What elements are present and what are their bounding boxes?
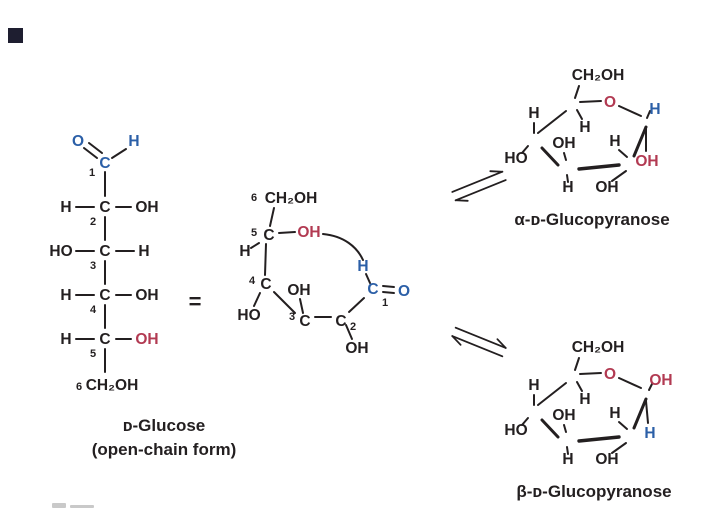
fischer-c5-number: 5 (90, 348, 96, 360)
beta-c4-h: H (528, 377, 539, 394)
equilibrium-arrow-alpha (451, 170, 507, 202)
alpha-ring-oxygen: O (604, 94, 616, 111)
cyclic-c4-number: 4 (249, 275, 256, 287)
fischer-c1-oxygen: O (72, 133, 84, 150)
cyclic-c1-h: H (357, 258, 368, 275)
fischer-c3-h: H (138, 243, 149, 260)
fischer-c1-number: 1 (89, 167, 95, 179)
fischer-c5-oh-red: OH (135, 331, 158, 348)
fischer-bonds (75, 142, 135, 373)
cyclic-c3-number: 3 (289, 311, 295, 323)
beta-c2-oh-down: OH (595, 451, 618, 468)
alpha-glucopyranose: CH₂OH H H O H OH H HO OH H OH α-ᴅ-Glucop… (504, 67, 669, 229)
cyclic-c5-h: H (239, 243, 250, 260)
alpha-c4-h: H (528, 105, 539, 122)
beta-c4-ho: HO (504, 422, 527, 439)
cyclic-c5-oh-red: OH (297, 224, 320, 241)
cropped-text-fragment (70, 505, 94, 508)
cyclic-c2-oh: OH (345, 340, 368, 357)
alpha-ring-bonds (521, 85, 651, 183)
cyclic-c3-carbon: C (299, 313, 310, 330)
cyclic-c3-oh: OH (287, 282, 310, 299)
beta-c3-h-down: H (562, 451, 573, 468)
cyclizing-bonds (250, 207, 395, 340)
fischer-c6-ch2oh: CH₂OH (86, 377, 139, 394)
alpha-c1-h-blue: H (649, 101, 660, 118)
alpha-c6-ch2oh: CH₂OH (572, 67, 625, 84)
beta-name-label: β-ᴅ-Glucopyranose (516, 482, 671, 501)
alpha-name-label: α-ᴅ-Glucopyranose (514, 210, 669, 229)
cyclic-c4-carbon: C (260, 276, 271, 293)
cyclic-c2-number: 2 (350, 321, 356, 333)
fischer-c2-carbon: C (99, 199, 110, 216)
cyclic-c1-number: 1 (382, 297, 388, 309)
fischer-c5-carbon: C (99, 331, 110, 348)
beta-ring-oxygen: O (604, 366, 616, 383)
beta-c1-h-blue: H (644, 425, 655, 442)
beta-c6-ch2oh: CH₂OH (572, 339, 625, 356)
equilibrium-arrow-beta (451, 326, 507, 358)
open-chain-subtitle: (open-chain form) (92, 440, 237, 459)
cyclic-c6-number: 6 (251, 192, 257, 204)
fischer-c3-number: 3 (90, 260, 96, 272)
beta-ring-bonds (521, 357, 653, 455)
equals-sign: = (189, 289, 202, 314)
cyclic-c1-oxygen: O (398, 283, 410, 300)
fischer-c4-oh: OH (135, 287, 158, 304)
alpha-c4-ho: HO (504, 150, 527, 167)
beta-c1-oh-red: OH (649, 372, 672, 389)
cyclic-c2-carbon: C (335, 313, 346, 330)
fischer-c4-number: 4 (90, 304, 97, 316)
slide-corner-square (8, 28, 23, 43)
cyclizing-form: 6 CH₂OH 5 C OH H 4 C HO OH 3 C C 2 OH H … (237, 190, 410, 357)
fischer-c5-h: H (60, 331, 71, 348)
beta-c5-h: H (579, 391, 590, 408)
alpha-c5-h: H (579, 119, 590, 136)
alpha-c3-h-down: H (562, 179, 573, 196)
open-chain-name: ᴅ-Glucose (123, 416, 206, 435)
fischer-c4-carbon: C (99, 287, 110, 304)
cyclic-c1-carbon: C (367, 281, 378, 298)
cyclic-c6-ch2oh: CH₂OH (265, 190, 318, 207)
fischer-c1-hydrogen: H (128, 133, 139, 150)
fischer-c2-oh: OH (135, 199, 158, 216)
cyclic-c5-number: 5 (251, 227, 257, 239)
beta-c3-oh: OH (552, 407, 575, 424)
beta-glucopyranose: CH₂OH H H O OH OH H HO H H OH β-ᴅ-Glucop… (504, 339, 672, 501)
alpha-c3-oh: OH (552, 135, 575, 152)
fischer-c6-number: 6 (76, 381, 82, 393)
fischer-c1-carbon: C (99, 155, 110, 172)
alpha-c2-h: H (609, 133, 620, 150)
fischer-c3-ho: HO (49, 243, 72, 260)
cropped-text-fragment (52, 503, 66, 508)
beta-c2-h: H (609, 405, 620, 422)
cyclic-c4-ho: HO (237, 307, 260, 324)
fischer-projection: O H C 1 H C OH 2 HO C H 3 H C OH 4 H C O… (49, 133, 236, 459)
fischer-c4-h: H (60, 287, 71, 304)
fischer-c3-carbon: C (99, 243, 110, 260)
alpha-c1-oh-red: OH (635, 153, 658, 170)
alpha-c2-oh-down: OH (595, 179, 618, 196)
fischer-c2-number: 2 (90, 216, 96, 228)
fischer-c2-h: H (60, 199, 71, 216)
cyclic-c5-carbon: C (263, 227, 274, 244)
